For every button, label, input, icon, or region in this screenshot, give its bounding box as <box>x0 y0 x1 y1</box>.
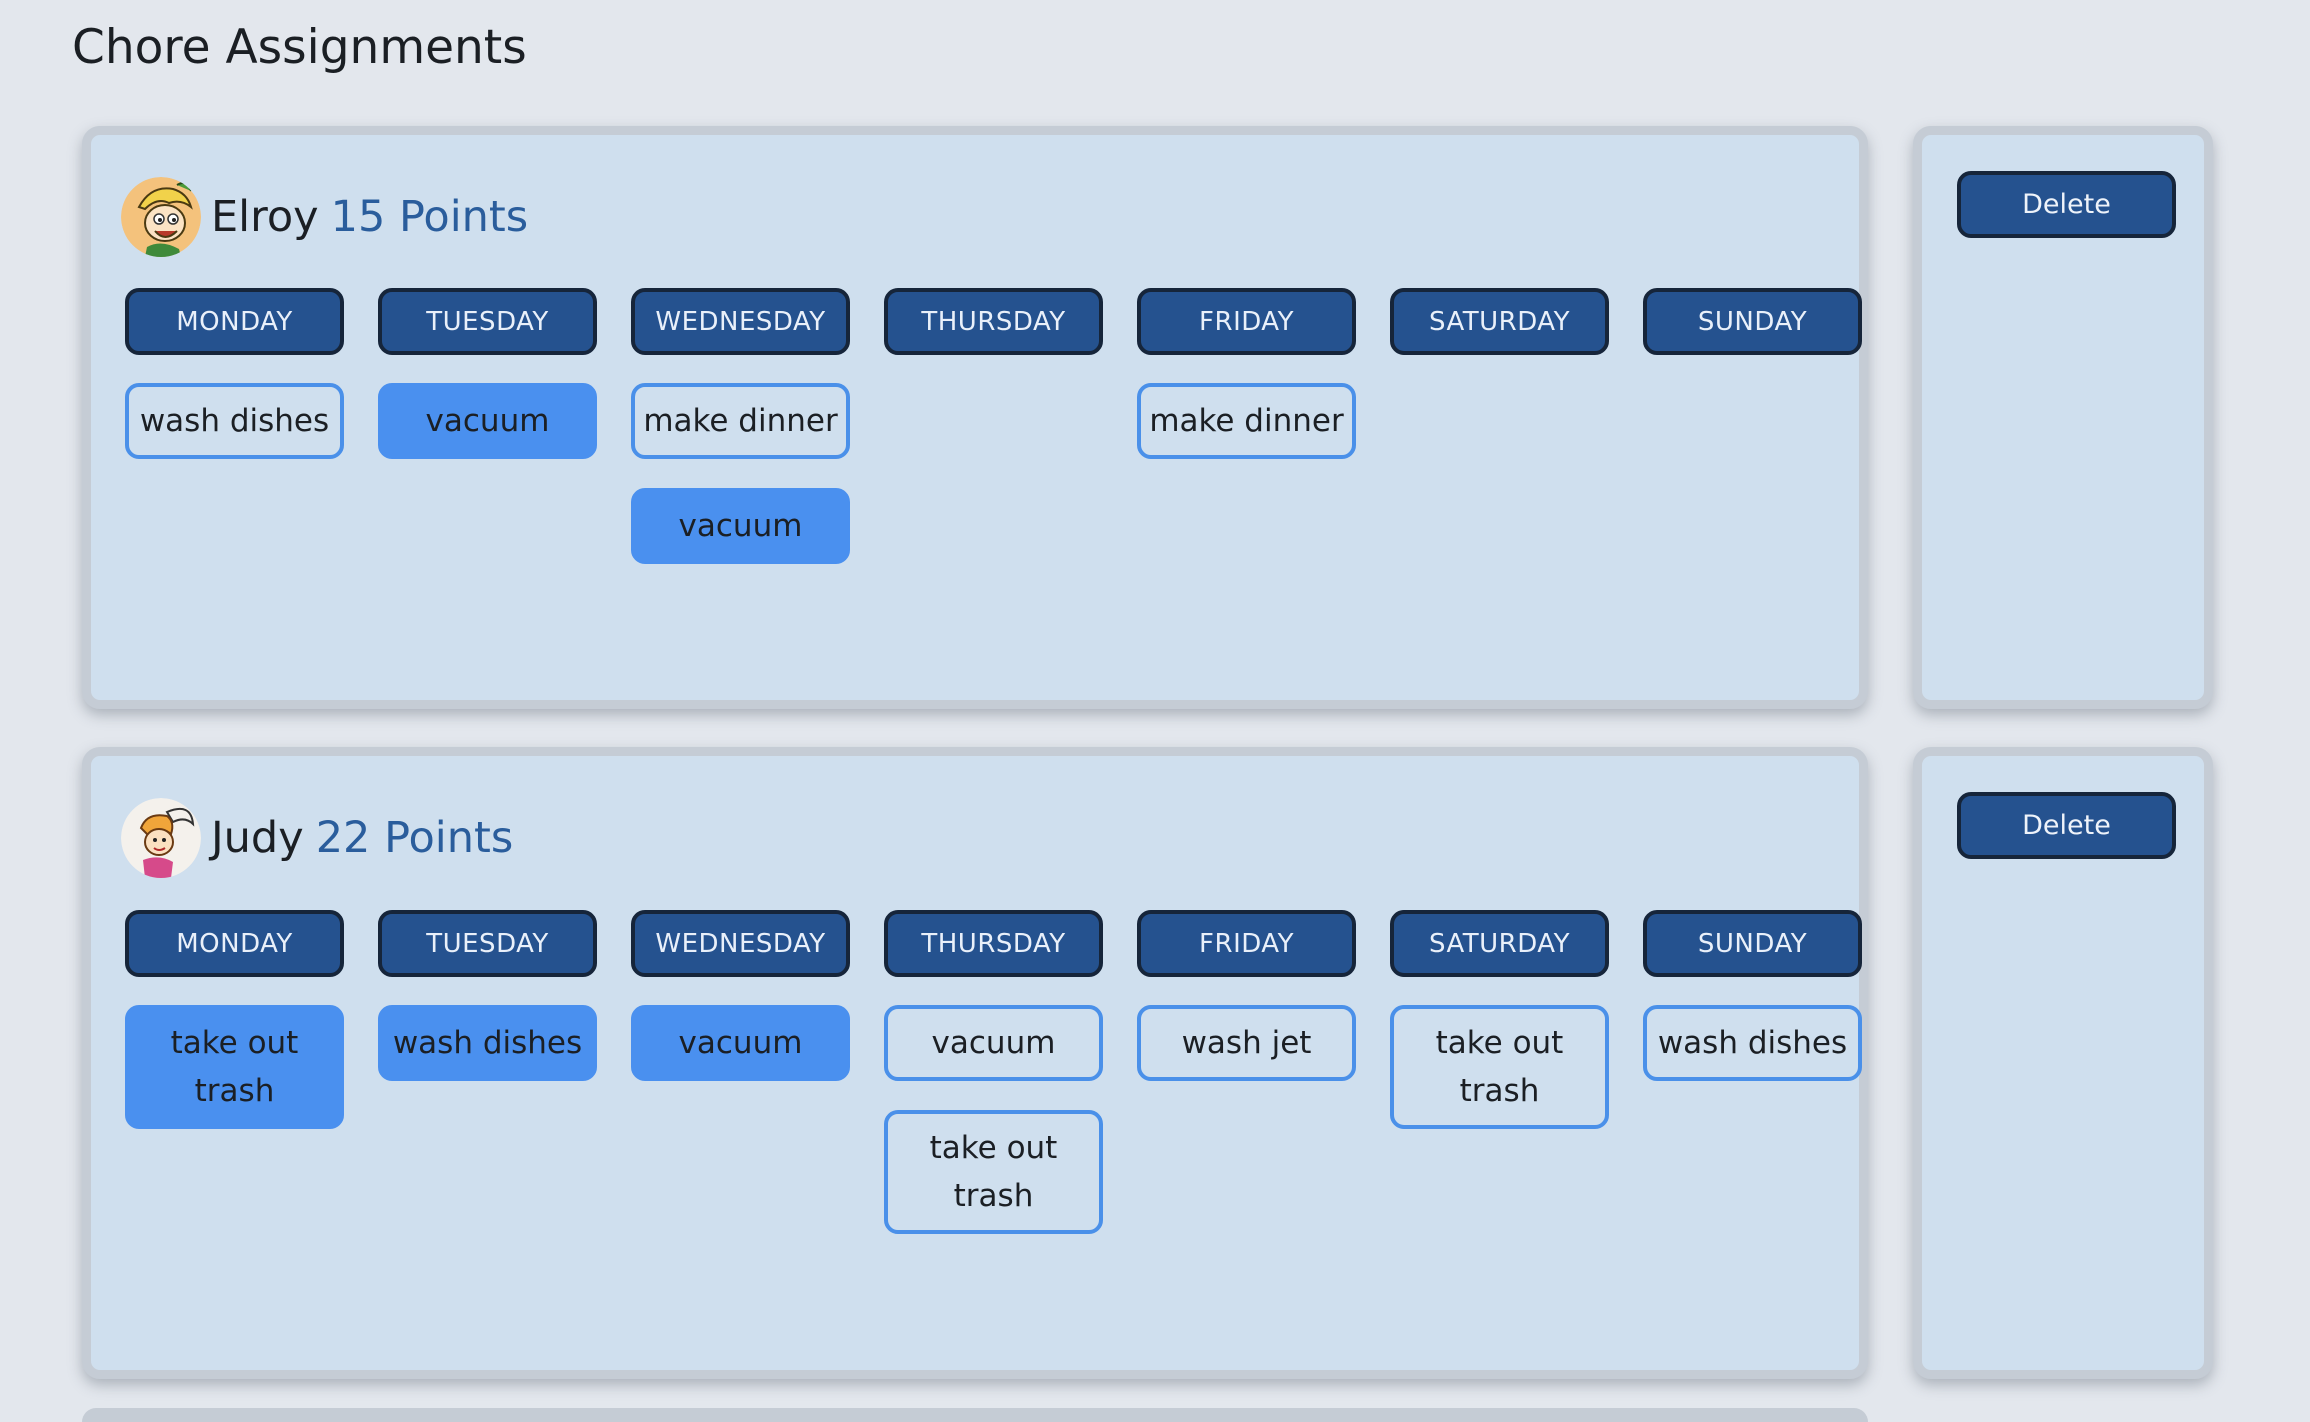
day-button-wednesday[interactable]: WEDNESDAY <box>631 910 850 977</box>
day-column-tuesday: TUESDAY wash dishes <box>378 910 597 1081</box>
actions-card-judy: Delete <box>1913 747 2213 1379</box>
person-header: Judy 22 Points <box>121 798 513 878</box>
day-button-sunday[interactable]: SUNDAY <box>1643 288 1862 355</box>
day-column-monday: MONDAY wash dishes <box>125 288 344 459</box>
delete-button[interactable]: Delete <box>1957 171 2176 238</box>
day-button-tuesday[interactable]: TUESDAY <box>378 910 597 977</box>
chore-item-completed[interactable]: vacuum <box>631 488 850 564</box>
day-button-thursday[interactable]: THURSDAY <box>884 910 1103 977</box>
day-column-thursday: THURSDAY <box>884 288 1103 355</box>
chore-item-completed[interactable]: vacuum <box>631 1005 850 1081</box>
day-button-saturday[interactable]: SATURDAY <box>1390 910 1609 977</box>
day-button-saturday[interactable]: SATURDAY <box>1390 288 1609 355</box>
day-button-thursday[interactable]: THURSDAY <box>884 288 1103 355</box>
chore-item-completed[interactable]: vacuum <box>378 383 597 459</box>
day-column-tuesday: TUESDAY vacuum <box>378 288 597 459</box>
day-button-wednesday[interactable]: WEDNESDAY <box>631 288 850 355</box>
person-name: Elroy <box>211 192 319 242</box>
day-column-sunday: SUNDAY wash dishes <box>1643 910 1862 1081</box>
day-column-saturday: SATURDAY <box>1390 288 1609 355</box>
day-column-thursday: THURSDAY vacuum take out trash <box>884 910 1103 1234</box>
day-button-tuesday[interactable]: TUESDAY <box>378 288 597 355</box>
chore-item[interactable]: vacuum <box>884 1005 1103 1081</box>
day-button-friday[interactable]: FRIDAY <box>1137 910 1356 977</box>
chore-item[interactable]: wash dishes <box>1643 1005 1862 1081</box>
person-name: Judy <box>211 813 304 863</box>
chore-item[interactable]: wash dishes <box>125 383 344 459</box>
points-count: 15 Points <box>330 192 529 242</box>
chore-item-completed[interactable]: take out trash <box>125 1005 344 1129</box>
chore-item[interactable]: take out trash <box>1390 1005 1609 1129</box>
day-column-wednesday: WEDNESDAY make dinner vacuum <box>631 288 850 564</box>
judy-avatar-icon <box>121 798 201 878</box>
elroy-avatar-icon <box>121 177 201 257</box>
day-column-wednesday: WEDNESDAY vacuum <box>631 910 850 1081</box>
day-column-friday: FRIDAY make dinner <box>1137 288 1356 459</box>
chore-item[interactable]: make dinner <box>1137 383 1356 459</box>
next-person-card-edge <box>82 1408 1868 1422</box>
chore-item[interactable]: make dinner <box>631 383 850 459</box>
day-column-monday: MONDAY take out trash <box>125 910 344 1129</box>
day-column-saturday: SATURDAY take out trash <box>1390 910 1609 1129</box>
day-column-sunday: SUNDAY <box>1643 288 1862 355</box>
day-button-monday[interactable]: MONDAY <box>125 288 344 355</box>
day-button-friday[interactable]: FRIDAY <box>1137 288 1356 355</box>
actions-card-elroy: Delete <box>1913 126 2213 709</box>
avatar <box>121 177 201 257</box>
points-count: 22 Points <box>315 813 514 863</box>
person-card-judy: Judy 22 Points MONDAY take out trash TUE… <box>82 747 1868 1379</box>
day-button-sunday[interactable]: SUNDAY <box>1643 910 1862 977</box>
person-card-elroy: Elroy 15 Points MONDAY wash dishes TUESD… <box>82 126 1868 709</box>
chore-item[interactable]: take out trash <box>884 1110 1103 1234</box>
day-column-friday: FRIDAY wash jet <box>1137 910 1356 1081</box>
page-title: Chore Assignments <box>72 20 527 75</box>
avatar <box>121 798 201 878</box>
delete-button[interactable]: Delete <box>1957 792 2176 859</box>
chore-item-completed[interactable]: wash dishes <box>378 1005 597 1081</box>
chore-item[interactable]: wash jet <box>1137 1005 1356 1081</box>
person-header: Elroy 15 Points <box>121 177 528 257</box>
day-button-monday[interactable]: MONDAY <box>125 910 344 977</box>
